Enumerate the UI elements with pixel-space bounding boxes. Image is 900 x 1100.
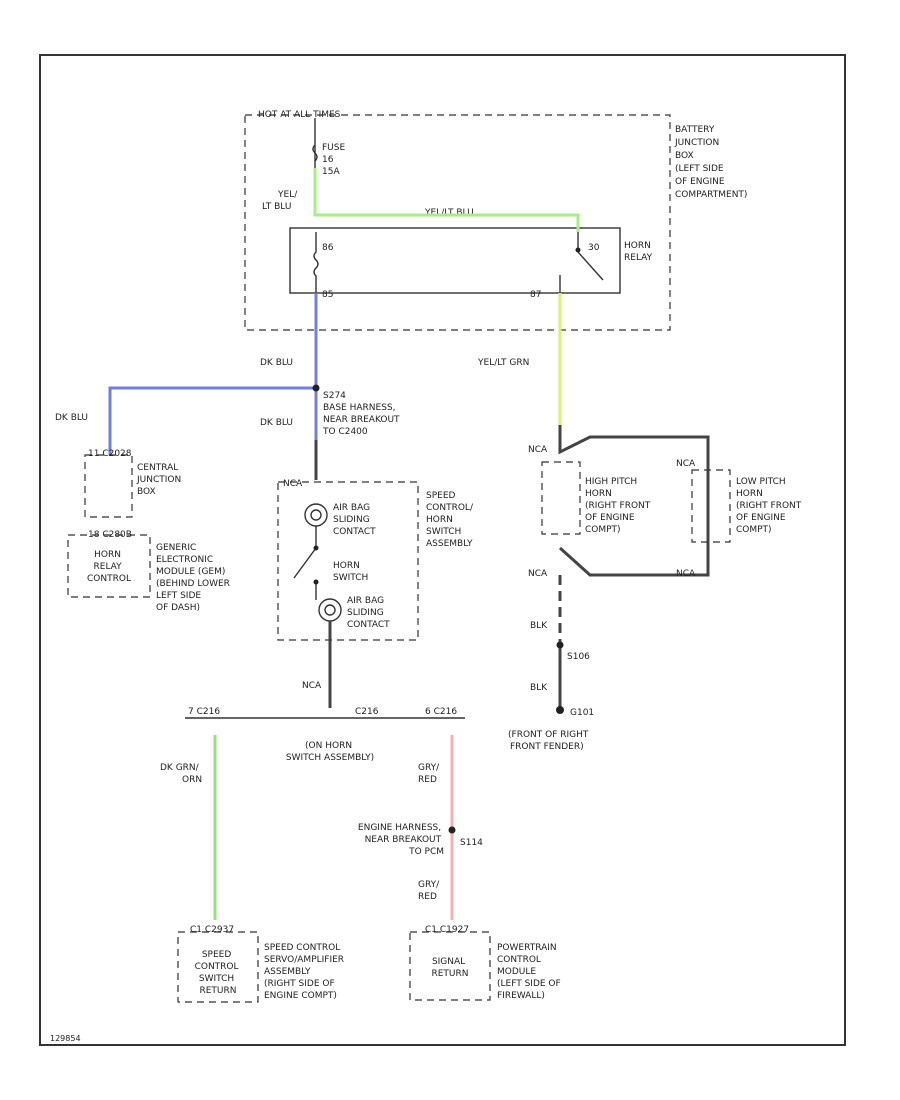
horn-switch-pivot-top	[313, 545, 319, 551]
wire-yel-lt-blu	[313, 168, 580, 232]
nca-label-2: NCA	[302, 681, 322, 691]
g101-label: G101	[570, 708, 594, 718]
relay-pin-85: 85	[322, 290, 333, 300]
horn-relay-label: HORN RELAY	[624, 241, 654, 263]
c216-left-label: 7 C216	[188, 707, 220, 717]
speed-control-switch-assembly	[277, 481, 419, 641]
battery-junction-box-label: BATTERY JUNCTION BOX (LEFT SIDE OF ENGIN…	[674, 125, 747, 200]
airbag-contact-upper-label: AIR BAG SLIDING CONTACT	[333, 503, 376, 537]
nca-low-label: NCA	[676, 459, 696, 469]
speed-control-switch-label: SPEED CONTROL/ HORN SWITCH ASSEMBLY	[426, 491, 476, 549]
low-pitch-horn-label: LOW PITCH HORN (RIGHT FRONT OF ENGINE CO…	[736, 477, 804, 535]
s106-label: S106	[567, 652, 590, 662]
dk-blu-label-2: DK BLU	[55, 413, 88, 423]
engine-harness-label: ENGINE HARNESS, NEAR BREAKOUT TO PCM	[358, 823, 444, 857]
relay-contact	[559, 232, 604, 298]
gry-red-label-1: GRY/ RED	[418, 763, 442, 785]
splice-s274	[312, 384, 320, 392]
speed-control-return-box	[177, 931, 259, 1003]
signal-return-label: SIGNAL RETURN	[431, 957, 468, 979]
figure-id: 129854	[50, 1034, 81, 1043]
airbag-contact-lower	[318, 598, 342, 622]
c1-c1927-label: C1 C1927	[425, 925, 469, 935]
c1-c2937-label: C1 C2937	[190, 925, 234, 935]
pcm-label: POWERTRAIN CONTROL MODULE (LEFT SIDE OF …	[497, 943, 564, 1001]
s114-label: S114	[460, 838, 483, 848]
splice-s106	[556, 641, 564, 649]
gem-label: GENERIC ELECTRONIC MODULE (GEM) (BEHIND …	[156, 543, 233, 613]
horn-relay-box	[289, 227, 621, 294]
on-horn-switch-label: (ON HORN SWITCH ASSEMBLY)	[286, 741, 374, 763]
speed-control-return-label: SPEED CONTROL SWITCH RETURN	[195, 950, 242, 996]
front-right-fender-label: (FRONT OF RIGHT FRONT FENDER)	[508, 730, 591, 752]
hot-at-all-times-label: HOT AT ALL TIMES	[258, 110, 341, 120]
ground-g101	[556, 706, 564, 714]
gry-red-label-2: GRY/ RED	[418, 880, 442, 902]
diagram-frame	[39, 54, 846, 1046]
nca-high-label: NCA	[528, 445, 548, 455]
fuse-symbol	[312, 144, 318, 162]
airbag-contact-upper-inner	[310, 509, 322, 521]
fuse-label: FUSE 16 15A	[322, 143, 348, 177]
nca-label-3: NCA	[676, 569, 696, 579]
central-junction-box	[84, 454, 133, 518]
airbag-contact-lower-inner	[324, 604, 336, 616]
horn-switch-pivot-bottom	[313, 579, 319, 585]
blk-label-2: BLK	[530, 683, 548, 693]
pcm-signal-return-box	[409, 931, 491, 1001]
wire-horn-loop	[558, 425, 710, 577]
yel-lt-blu-vertical-label: YEL/ LT BLU	[262, 190, 300, 212]
high-pitch-horn-label: HIGH PITCH HORN (RIGHT FRONT OF ENGINE C…	[585, 477, 653, 535]
dk-blu-label-3: DK BLU	[260, 418, 293, 428]
horn-switch-label: HORN SWITCH	[333, 561, 368, 583]
yel-lt-grn-label: YEL/LT GRN	[477, 358, 529, 368]
relay-coil	[313, 232, 319, 298]
s274-label: S274 BASE HARNESS, NEAR BREAKOUT TO C240…	[322, 391, 402, 437]
c216-right-label: 6 C216	[425, 707, 457, 717]
battery-junction-box	[244, 114, 671, 331]
horn-relay-control-label: HORN RELAY CONTROL	[87, 550, 131, 584]
blk-label-1: BLK	[530, 621, 548, 631]
wire-dk-blu-branch	[108, 386, 316, 455]
airbag-contact-upper	[304, 503, 328, 527]
relay-pin-87: 87	[530, 290, 541, 300]
c2028-label: 11 C2028	[88, 449, 132, 459]
nca-label-4: NCA	[528, 569, 548, 579]
dk-blu-label-1: DK BLU	[260, 358, 293, 368]
airbag-contact-lower-label: AIR BAG SLIDING CONTACT	[347, 596, 390, 630]
gem-module-box	[67, 534, 151, 598]
relay-pin-86: 86	[322, 243, 334, 253]
low-pitch-horn-box	[691, 469, 731, 543]
dk-grn-orn-label: DK GRN/ ORN	[160, 763, 202, 785]
speed-control-servo-label: SPEED CONTROL SERVO/AMPLIFIER ASSEMBLY (…	[264, 943, 347, 1001]
relay-pin-30: 30	[588, 243, 600, 253]
yel-lt-blu-horizontal-label: YEL/LT BLU	[424, 208, 474, 218]
c280b-label: 18 C280B	[88, 530, 132, 540]
nca-label-1: NCA	[283, 479, 303, 489]
central-junction-box-label: CENTRAL JUNCTION BOX	[136, 463, 184, 497]
relay-contact-pivot	[575, 247, 581, 253]
horn-switch-symbol	[293, 526, 317, 600]
high-pitch-horn-box	[541, 461, 581, 535]
c216-center-label: C216	[355, 707, 379, 717]
splice-s114	[448, 826, 456, 834]
